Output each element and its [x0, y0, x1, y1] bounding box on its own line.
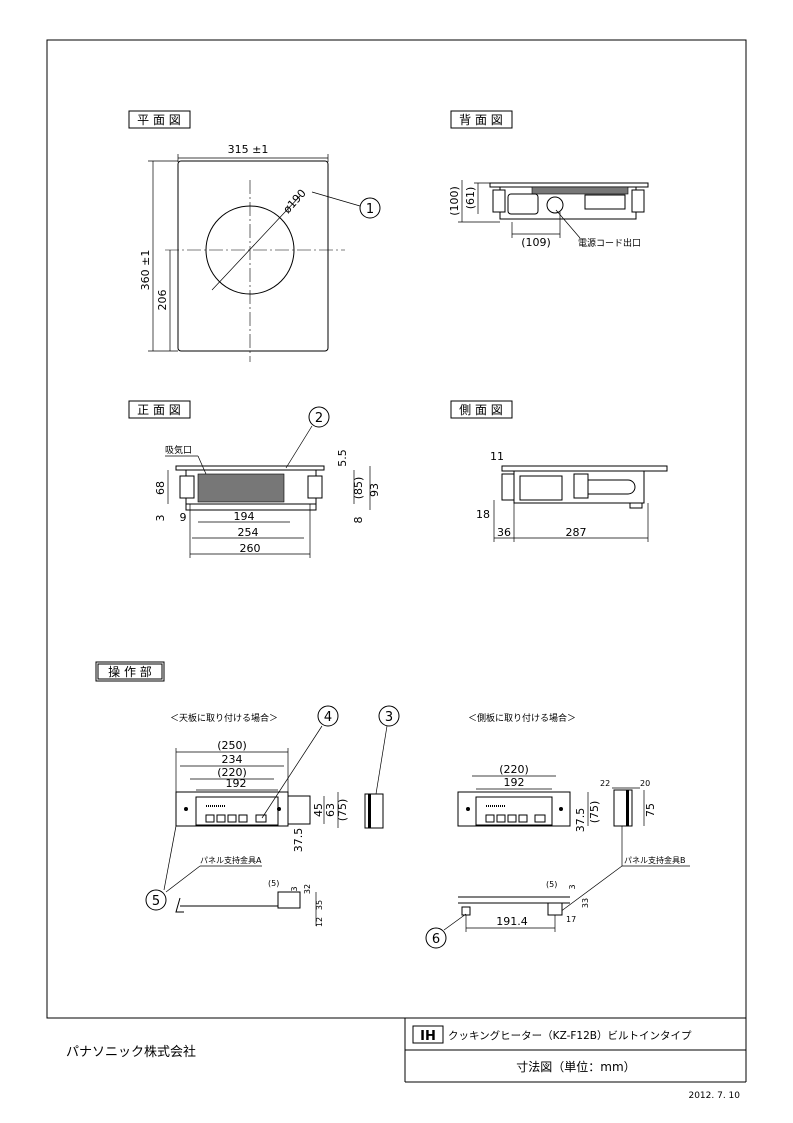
control-mount-a: ＜天板に取り付ける場合＞ (250) 234 (220) 192 45 63 (… — [145, 705, 400, 927]
ih-badge — [412, 1025, 444, 1044]
product-name: クッキングヒーター（KZ-F12B）ビルトインタイプ — [448, 1029, 692, 1042]
drawing-border — [46, 39, 747, 1019]
callout-1: 1 — [366, 202, 374, 217]
side-d11: 11 — [490, 450, 504, 463]
front-intake-grille — [197, 473, 285, 503]
front-d194: 194 — [234, 510, 255, 523]
bracket-a-label: パネル支持金具A — [200, 855, 262, 865]
front-view: 正 面 図 吸気口 2 68 3 9 5.5 (85) 93 8 194 254… — [128, 400, 381, 558]
control-a-d45: 45 — [312, 803, 325, 817]
control-b-d75: 75 — [644, 803, 657, 817]
drawing-date: 2012. 7. 10 — [688, 1091, 740, 1101]
control-b-d75p: (75) — [588, 801, 601, 824]
back-vent-grille — [531, 186, 629, 195]
plan-diameter: ø190 — [281, 187, 309, 216]
bracket-b-label: パネル支持金具B — [624, 855, 686, 865]
control-side-profile — [364, 793, 384, 829]
front-d85: (85) — [352, 477, 365, 500]
front-d3: 3 — [154, 515, 167, 522]
control-b-d192: 192 — [504, 776, 525, 789]
side-d18: 18 — [476, 508, 490, 521]
side-d287: 287 — [566, 526, 587, 539]
control-a-d75: (75) — [336, 799, 349, 822]
control-a-d63: 63 — [324, 803, 337, 817]
front-d8: 8 — [352, 517, 365, 524]
back-height: (100) — [448, 186, 461, 216]
back-cord-offset: (109) — [521, 236, 551, 249]
control-a-d375: 37.5 — [292, 828, 305, 853]
drawing-type: 寸法図（単位：mm） — [516, 1059, 635, 1074]
control-b-d33: 33 — [581, 898, 590, 908]
control-a-d32: 32 — [303, 884, 312, 894]
control-b-d5: (5) — [546, 880, 557, 889]
back-view-title: 背 面 図 — [459, 113, 503, 127]
side-view-title: 側 面 図 — [459, 403, 503, 417]
control-a-d5: (5) — [268, 879, 279, 888]
control-b-d22: 22 — [600, 779, 610, 788]
control-a-d220: (220) — [217, 766, 247, 779]
control-a-d3: 3 — [290, 886, 299, 891]
front-d9: 9 — [180, 511, 187, 524]
callout-2: 2 — [315, 411, 323, 426]
intake-label: 吸気口 — [165, 444, 192, 456]
cooktop-top-plate — [177, 160, 329, 352]
front-view-title: 正 面 図 — [137, 403, 181, 417]
control-a-d250: (250) — [217, 739, 247, 752]
callout-6: 6 — [432, 932, 440, 947]
back-panel-height: (61) — [464, 187, 477, 210]
control-b-d20: 20 — [640, 779, 650, 788]
front-d55: 5.5 — [336, 449, 349, 467]
callout-3: 3 — [385, 710, 393, 725]
ih-badge-text: IH — [420, 1029, 436, 1044]
control-a-d234: 234 — [222, 753, 243, 766]
control-a-d12: 12 — [315, 917, 324, 927]
front-d260: 260 — [240, 542, 261, 555]
front-d68: 68 — [154, 481, 167, 495]
plan-offset: 206 — [156, 290, 169, 311]
control-mount-b: ＜側板に取り付ける場合＞ (220) 192 37.5 (75) 22 20 7… — [425, 712, 690, 949]
front-d254: 254 — [238, 526, 259, 539]
callout-5: 5 — [152, 894, 160, 909]
control-b-d17: 17 — [566, 915, 576, 924]
plan-width: 315 ±1 — [228, 143, 269, 156]
control-section: 操 作 部 — [95, 661, 165, 682]
front-d93: 93 — [368, 483, 381, 497]
control-b-caption: ＜側板に取り付ける場合＞ — [468, 712, 576, 724]
control-a-caption: ＜天板に取り付ける場合＞ — [170, 712, 278, 724]
control-b-d1914: 191.4 — [496, 915, 528, 928]
plan-view: 平 面 図 ø190 315 ±1 360 ±1 206 1 — [128, 110, 381, 362]
control-b-d220: (220) — [499, 763, 529, 776]
control-a-d192: 192 — [226, 777, 247, 790]
plan-depth: 360 ±1 — [139, 250, 152, 291]
callout-4: 4 — [324, 710, 332, 725]
control-b-d375: 37.5 — [574, 808, 587, 833]
control-b-d3: 3 — [568, 884, 577, 889]
title-block: パナソニック株式会社 IH クッキングヒーター（KZ-F12B）ビルトインタイプ… — [66, 1018, 747, 1101]
cord-outlet-label: 電源コード出口 — [578, 237, 641, 249]
back-view: 背 面 図 (100) (61) (109) 電源コード出口 — [448, 110, 649, 249]
plan-view-title: 平 面 図 — [137, 113, 181, 127]
side-view: 側 面 図 11 18 36 287 — [450, 400, 668, 542]
control-section-title: 操 作 部 — [108, 664, 152, 679]
control-a-d35: 35 — [315, 900, 324, 910]
side-d36: 36 — [497, 526, 511, 539]
company-name: パナソニック株式会社 — [66, 1044, 196, 1060]
